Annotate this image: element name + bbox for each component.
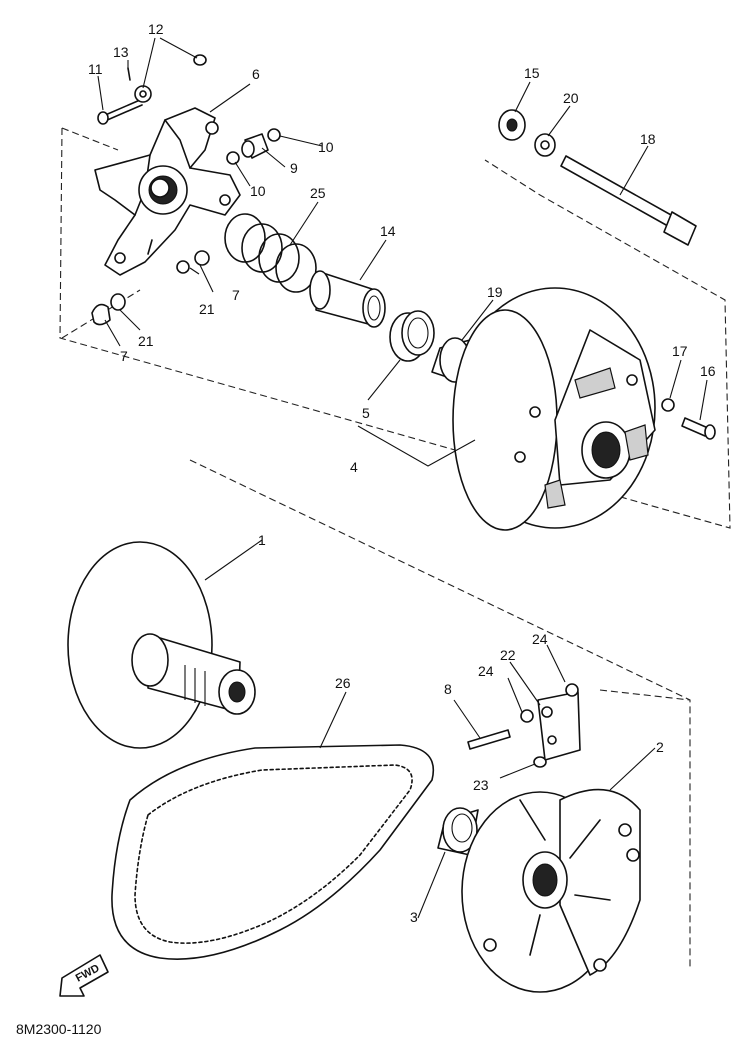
callout-4: 4	[350, 459, 358, 475]
cam-plate-part-2	[461, 788, 641, 993]
washer-part-20	[534, 133, 556, 157]
callout-21a: 21	[199, 301, 215, 317]
callout-24a: 24	[478, 663, 494, 679]
callout-16: 16	[700, 363, 716, 379]
callout-8: 8	[444, 681, 452, 697]
callout-6: 6	[252, 66, 260, 82]
callout-21b: 21	[138, 333, 154, 349]
callout-10b: 10	[250, 183, 266, 199]
callout-12: 12	[148, 21, 164, 37]
assembly-outline-lower	[189, 459, 691, 970]
callout-7a: 7	[232, 287, 240, 303]
callout-labels: 1 2 3 4 5 6 7 7 8 9 10 10 11 12 13 14 15…	[88, 21, 716, 925]
callout-10a: 10	[318, 139, 334, 155]
spider-part-6	[94, 107, 241, 276]
callout-24b: 24	[532, 631, 548, 647]
spring-part-25	[224, 213, 317, 293]
belt-part-26	[111, 744, 434, 960]
callout-25: 25	[310, 185, 326, 201]
roller-part-23	[533, 756, 547, 768]
washer-part-17	[661, 398, 675, 412]
callout-18: 18	[640, 131, 656, 147]
diagram-code: 8M2300-1120	[16, 1021, 102, 1037]
bolt-part-11	[97, 99, 143, 125]
callout-11: 11	[88, 61, 103, 77]
weight-part-22	[537, 691, 581, 761]
callout-1: 1	[258, 532, 266, 548]
bolt-part-16	[681, 417, 716, 440]
fixed-sheave-part-1	[67, 541, 256, 749]
callout-23: 23	[473, 777, 489, 793]
movable-sheave-housing	[452, 287, 656, 531]
callout-7b: 7	[120, 348, 128, 364]
bushing-part-9	[241, 133, 269, 159]
callout-5: 5	[362, 405, 370, 421]
pin-part-8	[467, 729, 511, 750]
bushing-part-5	[389, 310, 435, 362]
collar-part-14	[309, 270, 386, 328]
callout-26: 26	[335, 675, 351, 691]
leader-lines	[97, 37, 708, 919]
cap-part-7	[91, 250, 210, 326]
washer-part-10	[226, 128, 281, 165]
fwd-arrow-icon: FWD	[59, 954, 109, 997]
washer-part-24	[520, 683, 579, 723]
callout-20: 20	[563, 90, 579, 106]
callout-9: 9	[290, 160, 298, 176]
washer-part-15	[498, 109, 526, 141]
callout-3: 3	[410, 909, 418, 925]
callout-2: 2	[656, 739, 664, 755]
callout-22: 22	[500, 647, 516, 663]
callout-15: 15	[524, 65, 540, 81]
washer-part-12	[134, 85, 152, 103]
washer-part-21	[110, 260, 190, 311]
nut-part-12b	[193, 54, 207, 66]
callout-19: 19	[487, 284, 503, 300]
spacer-part-3	[437, 807, 479, 856]
callout-14: 14	[380, 223, 396, 239]
bolt-part-18	[560, 155, 697, 246]
callout-17: 17	[672, 343, 688, 359]
callout-13: 13	[113, 44, 129, 60]
